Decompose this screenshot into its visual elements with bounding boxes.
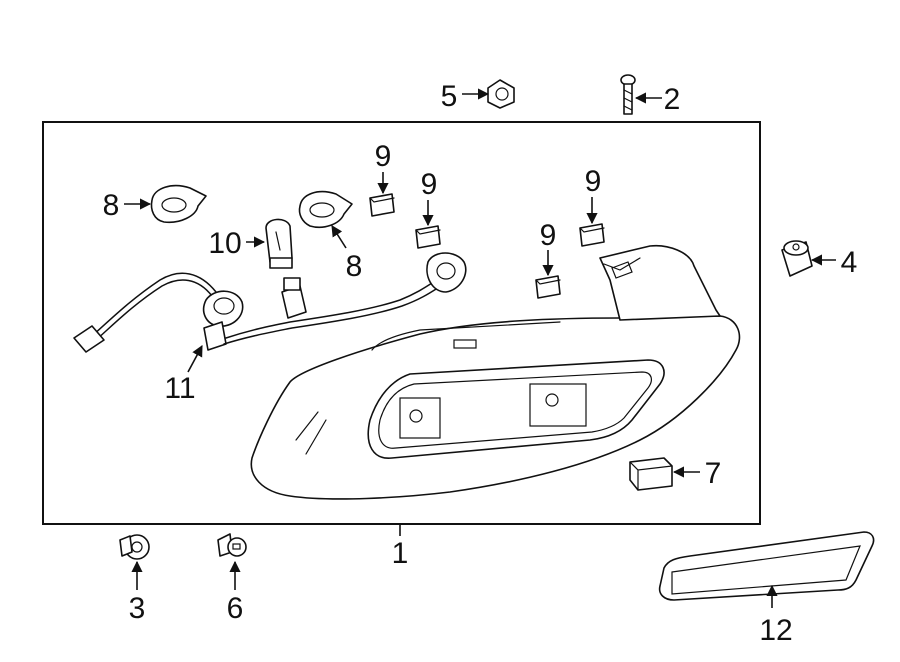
callout-12: 12: [759, 614, 792, 647]
callout-9-c: 9: [540, 219, 557, 252]
clip-part-9-a[interactable]: [369, 193, 395, 217]
seal-part-7[interactable]: [629, 457, 673, 491]
gasket-part-8-left[interactable]: [150, 184, 207, 224]
callout-7: 7: [705, 457, 722, 490]
reflector-part-12[interactable]: [658, 531, 875, 601]
push-clip-part-4[interactable]: [781, 240, 813, 277]
callout-8-left: 8: [103, 189, 120, 222]
assembly-frame: [42, 121, 761, 525]
bulb-part-10[interactable]: [265, 218, 293, 269]
nut-part-5[interactable]: [487, 79, 515, 109]
screw-part-2[interactable]: [620, 74, 636, 115]
callout-9-b: 9: [421, 168, 438, 201]
callout-11-arrow: [187, 345, 203, 373]
callout-2: 2: [664, 83, 681, 116]
clip-part-9-b[interactable]: [415, 225, 441, 249]
gasket-part-8-center[interactable]: [298, 190, 353, 229]
callout-8-center-arrow: [331, 225, 347, 249]
clip-part-9-d[interactable]: [579, 223, 605, 247]
grommet-part-3[interactable]: [119, 534, 150, 560]
tail-lamp-housing[interactable]: [250, 244, 741, 500]
callout-1: 1: [392, 537, 409, 570]
callout-10: 10: [208, 227, 241, 260]
callout-4: 4: [841, 246, 858, 279]
callout-9-d: 9: [585, 165, 602, 198]
callout-9-a: 9: [375, 140, 392, 173]
callout-5: 5: [441, 80, 458, 113]
callout-6: 6: [227, 592, 244, 625]
callout-3: 3: [129, 592, 146, 625]
callout-11: 11: [164, 372, 195, 405]
clip-part-9-c[interactable]: [535, 275, 561, 299]
callout-8-center: 8: [346, 250, 363, 283]
clip-part-6[interactable]: [217, 533, 247, 557]
wiring-harness-part-11[interactable]: [73, 252, 467, 353]
